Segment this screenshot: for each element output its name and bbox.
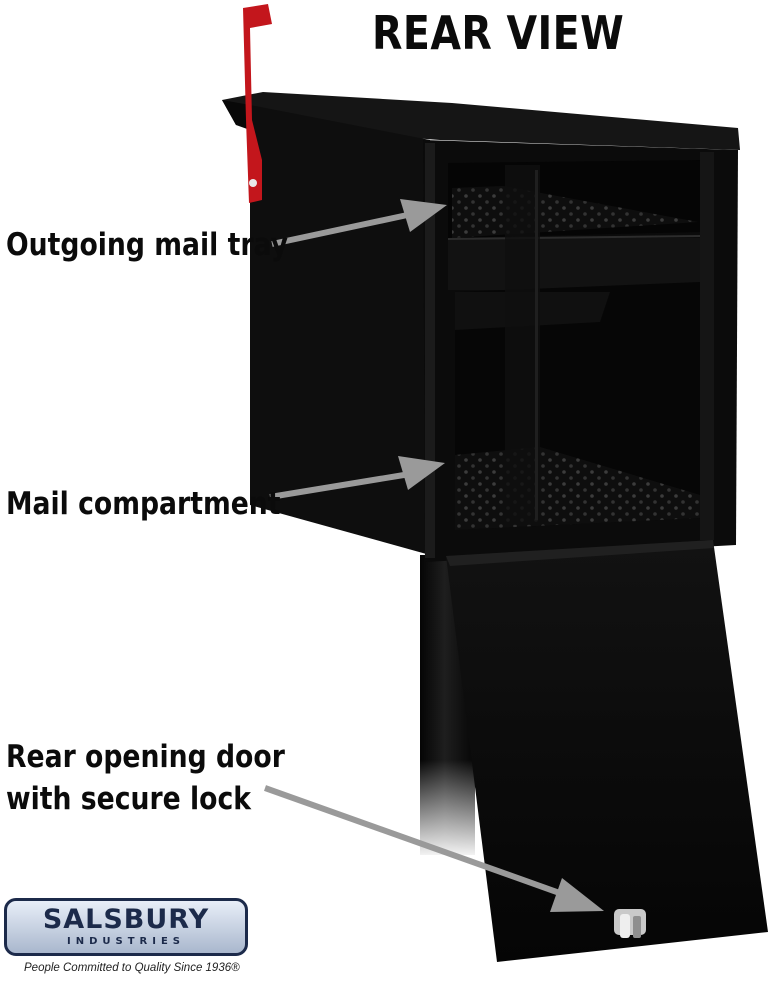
brand-tagline: People Committed to Quality Since 1936®: [24, 962, 240, 974]
arrow-lock-icon: [263, 785, 604, 912]
page-title: REAR VIEW: [372, 6, 625, 60]
rear-door: [446, 540, 768, 962]
flag-icon: [243, 4, 272, 203]
label-rear-door-line1: Rear opening door: [6, 739, 285, 775]
label-outgoing-mail-tray: Outgoing mail tray: [6, 227, 289, 263]
label-mail-compartment: Mail compartment: [6, 486, 281, 522]
arrow-outgoing-icon: [271, 199, 447, 247]
brand-subtitle: INDUSTRIES: [67, 936, 185, 947]
arrow-compartment-icon: [269, 456, 445, 500]
label-rear-door: Rear opening door with secure lock: [6, 736, 285, 820]
lock-icon: [614, 909, 646, 938]
mailbox-body: [222, 92, 740, 562]
brand-name: SALSBURY: [42, 904, 210, 935]
brand-logo: SALSBURY INDUSTRIES: [4, 898, 248, 956]
label-rear-door-line2: with secure lock: [6, 781, 252, 817]
